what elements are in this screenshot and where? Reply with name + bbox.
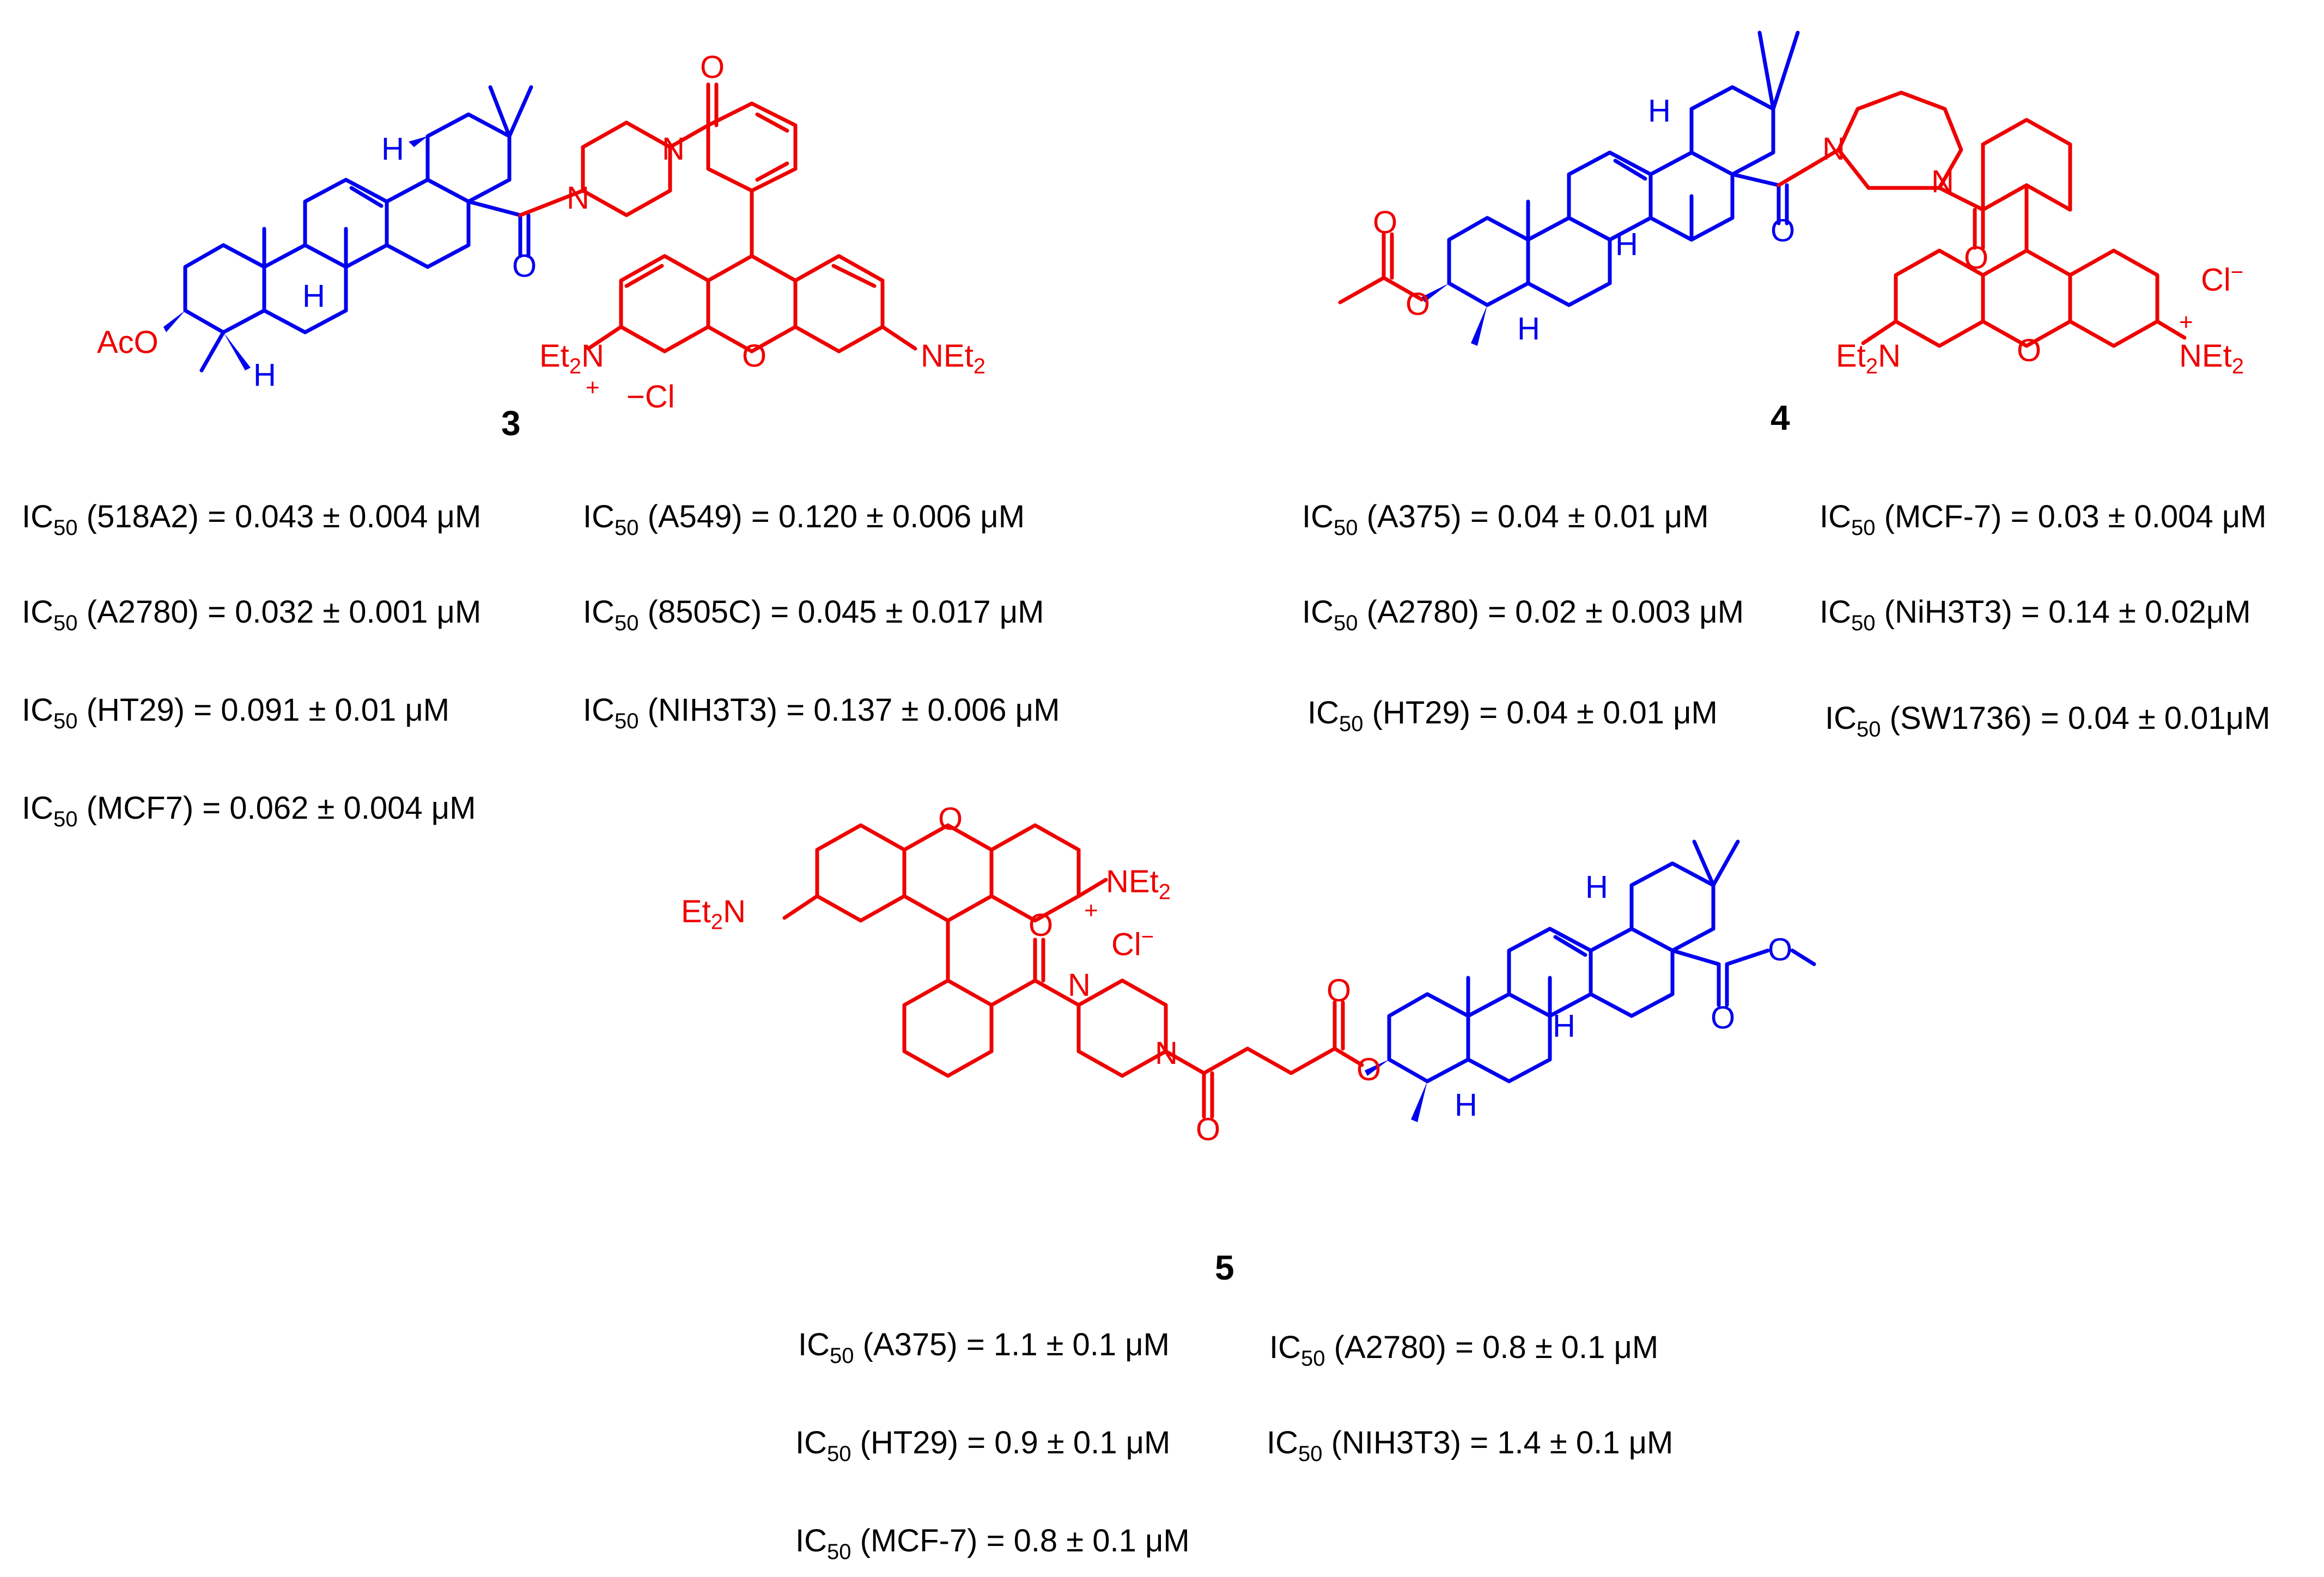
cpd3-ic50-a549: IC50 (A549) = 0.120 ± 0.006 μM xyxy=(583,499,1025,540)
compound-4-structure xyxy=(1338,31,2187,348)
cpd3-piperazine-n2: N xyxy=(662,131,685,167)
cpd3-ic50-nih3t3: IC50 (NIH3T3) = 0.137 ± 0.006 μM xyxy=(583,692,1060,733)
cpd4-ester-o: O xyxy=(1406,287,1431,322)
cpd3-h-label-3: H xyxy=(253,357,276,393)
cpd5-ic50-a375: IC50 (A375) = 1.1 ± 0.1 μM xyxy=(798,1327,1170,1368)
compound-3-structure xyxy=(163,82,917,373)
cpd4-iminium-label: NEt2 xyxy=(2179,338,2244,379)
cpd4-ic50-sw1736: IC50 (SW1736) = 0.04 ± 0.01μM xyxy=(1825,701,2271,741)
cpd4-ic50-mcf-7: IC50 (MCF-7) = 0.03 ± 0.004 μM xyxy=(1820,499,2267,540)
compound-3-number: 3 xyxy=(501,404,521,443)
cpd4-plus: + xyxy=(2179,309,2193,336)
cpd3-plus: + xyxy=(586,374,600,401)
cpd5-plus: + xyxy=(1084,897,1098,924)
cpd4-amine-label: Et2N xyxy=(1836,338,1901,379)
cpd3-amine-label: NEt2 xyxy=(921,338,985,379)
cpd4-ic50-a375: IC50 (A375) = 0.04 ± 0.01 μM xyxy=(1302,499,1709,540)
cpd3-ic50-8505c: IC50 (8505C) = 0.045 ± 0.017 μM xyxy=(583,594,1044,635)
cpd5-piperazine-n2: N xyxy=(1155,1036,1178,1071)
cpd3-piperazine-n1: N xyxy=(567,180,589,216)
cpd4-xanthene-o: O xyxy=(2017,333,2042,368)
cpd5-ic50-ht29: IC50 (HT29) = 0.9 ± 0.1 μM xyxy=(795,1425,1171,1466)
cpd3-h-label-1: H xyxy=(381,131,404,167)
cpd3-h-label-2: H xyxy=(302,278,325,314)
cpd5-ic50-mcf-7: IC50 (MCF-7) = 0.8 ± 0.1 μM xyxy=(795,1523,1190,1564)
cpd5-h-label-2: H xyxy=(1553,1008,1575,1044)
cpd3-ic50-a2780: IC50 (A2780) = 0.032 ± 0.001 μM xyxy=(22,594,482,635)
cpd4-ic50-a2780: IC50 (A2780) = 0.02 ± 0.003 μM xyxy=(1302,594,1744,635)
cpd5-methoxy-o: O xyxy=(1768,932,1793,967)
cpd5-iminium-label: NEt2 xyxy=(1106,864,1171,904)
cpd4-ic50-ht29: IC50 (HT29) = 0.04 ± 0.01 μM xyxy=(1307,695,1718,736)
cpd5-h-label-3: H xyxy=(1455,1087,1477,1123)
cpd3-iminium-label: Et2N xyxy=(539,338,604,379)
cpd3-ic50-518a2: IC50 (518A2) = 0.043 ± 0.004 μM xyxy=(22,499,482,540)
cpd5-ester-o: O xyxy=(1356,1052,1382,1087)
compound-5-number: 5 xyxy=(1215,1248,1234,1287)
cpd4-diazepane-n2: N xyxy=(1931,164,1954,199)
cpd5-amide-o: O xyxy=(1029,908,1054,943)
cpd4-diazepane-n1: N xyxy=(1822,131,1845,167)
cpd4-ic50-nih3t3: IC50 (NiH3T3) = 0.14 ± 0.02μM xyxy=(1820,594,2251,635)
cpd5-succinyl-o1: O xyxy=(1196,1112,1221,1147)
cpd5-succinyl-o2: O xyxy=(1327,973,1352,1008)
cpd5-piperazine-n1: N xyxy=(1068,967,1091,1003)
cpd4-chloride: Cl− xyxy=(2201,260,2244,298)
cpd3-ic50-mcf7: IC50 (MCF7) = 0.062 ± 0.004 μM xyxy=(22,790,476,831)
cpd5-chloride: Cl− xyxy=(1111,925,1154,963)
cpd3-carbonyl-o: O xyxy=(512,248,537,284)
compound-4-number: 4 xyxy=(1771,398,1790,437)
cpd4-acetyl-o: O xyxy=(1373,205,1398,240)
cpd5-carbonyl-o: O xyxy=(1711,1000,1736,1036)
cpd5-xanthene-o: O xyxy=(938,801,963,837)
cpd5-amine-label: Et2N xyxy=(681,894,746,934)
cpd3-ic50-ht29: IC50 (HT29) = 0.091 ± 0.01 μM xyxy=(22,692,450,733)
cpd3-xanthene-o: O xyxy=(742,338,767,374)
cpd5-h-label-1: H xyxy=(1585,869,1608,905)
cpd3-chloride: −Cl xyxy=(626,379,675,415)
cpd4-h-label-2: H xyxy=(1615,227,1638,262)
cpd3-aco-label: AcO xyxy=(97,325,159,360)
cpd5-ic50-nih3t3: IC50 (NIH3T3) = 1.4 ± 0.1 μM xyxy=(1267,1425,1674,1466)
cpd4-h-label-1: H xyxy=(1648,93,1671,129)
cpd4-carbonyl-o: O xyxy=(1771,213,1796,248)
cpd4-amide-o: O xyxy=(1964,240,1989,276)
compound-5-structure xyxy=(782,823,1816,1122)
cpd4-h-label-3: H xyxy=(1517,311,1540,346)
cpd5-ic50-a2780: IC50 (A2780) = 0.8 ± 0.1 μM xyxy=(1269,1330,1659,1371)
cpd3-amide-o: O xyxy=(700,50,725,85)
